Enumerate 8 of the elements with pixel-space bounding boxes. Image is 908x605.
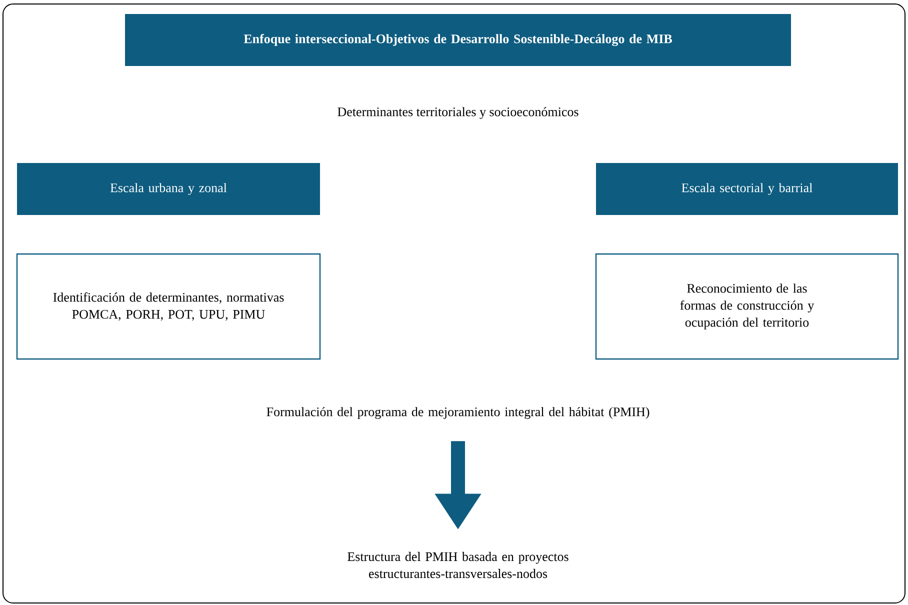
heading-box: Escala sectorial y barrial: [596, 163, 898, 215]
process-box: Reconocimiento de las formas de construcción y ocupación del territorio: [595, 253, 899, 360]
process-text: Formulación del programa de mejoramiento integral del hábitat (PMIH): [266, 407, 650, 419]
heading-text: Determinantes territoriales y socioeconómicos: [338, 107, 578, 119]
heading-box: Enfoque interseccional-Objetivos de Desarrollo Sostenible-Decálogo de MIB: [125, 14, 791, 66]
process-text: Estructura del PMIH basada en proyectos estructurantes-transversales-nodos: [348, 552, 568, 578]
heading-box: Escala urbana y zonal: [17, 163, 320, 215]
process-box: Identificación de determinantes, normativas POMCA, PORH, POT, UPU, PIMU: [16, 253, 321, 360]
